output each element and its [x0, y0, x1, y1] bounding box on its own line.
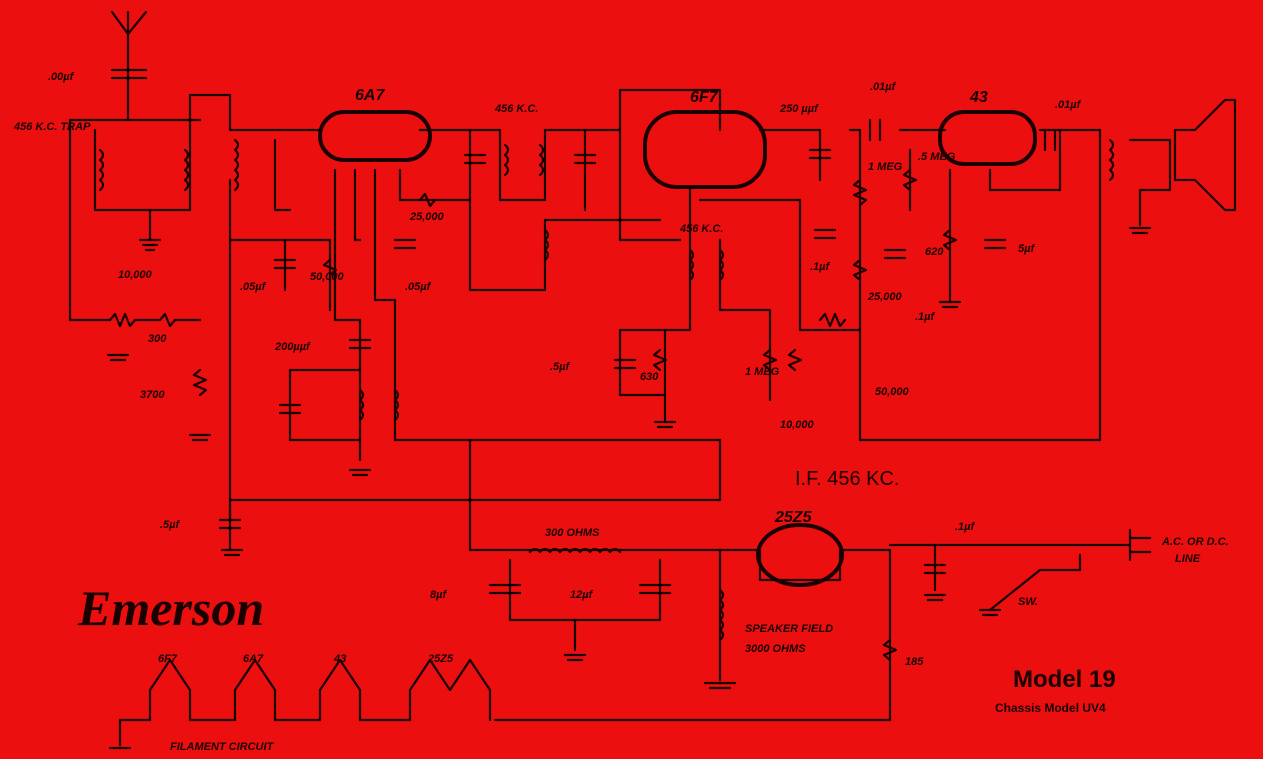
chassis-label: Chassis Model UV4	[995, 701, 1106, 715]
label-line: A.C. OR D.C.	[1161, 536, 1229, 548]
tube-43	[938, 110, 1037, 166]
label-r5meg: .5 MEG	[918, 151, 956, 163]
label-c200: 200µµf	[274, 341, 311, 353]
label-r1megb: 1 MEG	[868, 161, 903, 173]
tube-6a7	[318, 110, 432, 162]
tube-25z5	[756, 523, 844, 587]
label-antenna-cap: .00µf	[48, 71, 75, 83]
tube-label-6a7: 6A7	[355, 87, 385, 104]
label-c8b: 12µf	[570, 589, 594, 601]
label-r50000: 50,000	[310, 271, 345, 283]
label-field-ohms: 3000 OHMS	[745, 643, 806, 655]
label-ifc1: 456 K.C.	[494, 103, 538, 115]
label-ifc2: 456 K.C.	[679, 223, 723, 235]
label-field: SPEAKER FIELD	[745, 623, 833, 635]
filament-label-1: 6F7	[158, 653, 178, 665]
label-c05a: .05µf	[240, 281, 267, 293]
tube-6f7	[643, 110, 767, 189]
label-c-ant: .5µf	[160, 519, 181, 531]
label-r50000b: 50,000	[875, 386, 910, 398]
label-r620: 620	[925, 246, 944, 258]
label-r630: 630	[640, 371, 659, 383]
filament-label-2: 6A7	[243, 653, 264, 665]
if-note: I.F. 456 KC.	[795, 468, 900, 490]
label-r3700: 3700	[140, 389, 165, 401]
label-c1: .1µf	[955, 521, 976, 533]
label-r10000b: 10,000	[780, 419, 815, 431]
label-cap-01: .01µf	[870, 81, 897, 93]
tube-label-6f7: 6F7	[690, 89, 719, 106]
label-choke: 300 OHMS	[545, 527, 600, 539]
label-c05d: .1µf	[915, 311, 936, 323]
label-r300: 300	[148, 333, 167, 345]
tube-label-43: 43	[969, 89, 988, 106]
filament-label-4: 25Z5	[427, 653, 454, 665]
label-r1meg: 1 MEG	[745, 366, 780, 378]
label-c05c: .1µf	[810, 261, 831, 273]
label-cap-01b: .01µf	[1055, 99, 1082, 111]
brand-logo: Emerson	[77, 580, 264, 636]
model-title: Model 19	[1013, 666, 1116, 693]
tube-label-25z5: 25Z5	[774, 509, 813, 526]
filament-caption: FILAMENT CIRCUIT	[170, 741, 275, 753]
label-c5c: 5µf	[1018, 243, 1035, 255]
tubes	[318, 110, 1037, 587]
wiring	[68, 10, 1237, 750]
label-r185: 185	[905, 656, 924, 668]
label-line2: LINE	[1175, 553, 1201, 565]
label-cap-250: 250 µµf	[779, 103, 819, 115]
label-r10000: 10,000	[118, 269, 153, 281]
label-r25000b: 25,000	[867, 291, 903, 303]
label-trap: 456 K.C. TRAP	[13, 121, 91, 133]
label-sw: SW.	[1018, 596, 1038, 608]
components	[98, 118, 1115, 662]
label-c05b: .05µf	[405, 281, 432, 293]
filament-label-3: 43	[333, 653, 346, 665]
label-c8a: 8µf	[430, 589, 447, 601]
label-r25000: 25,000	[409, 211, 445, 223]
label-c5a: .5µf	[550, 361, 571, 373]
